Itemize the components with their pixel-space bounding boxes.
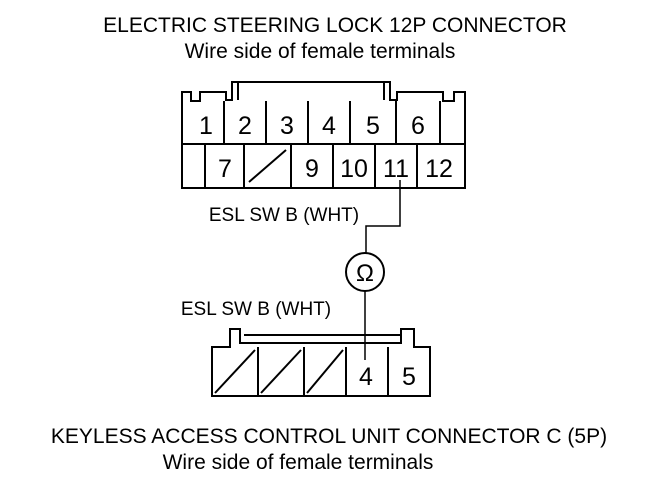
pin-1: 1 [199,112,213,140]
pin-11: 11 [383,155,409,183]
top-connector-subtitle: Wire side of female terminals [185,40,456,63]
top-connector-outline [181,81,466,189]
pin-7: 7 [218,155,232,183]
wire-bottom-label: ESL SW B (WHT) [181,299,331,320]
pin-3: 3 [280,112,294,140]
blank-cavity-slash [306,349,344,394]
ohm-symbol: Ω [356,260,374,287]
pin-9: 9 [305,155,319,183]
blank-cavity-slash [260,349,302,394]
bottom-connector: 4 5 [211,328,431,397]
bottom-connector-subtitle: Wire side of female terminals [163,451,434,474]
blank-cavity-slash [214,349,256,394]
pin-6: 6 [411,112,425,140]
pin-2: 2 [238,112,252,140]
wire-top-label: ESL SW B (WHT) [209,205,359,226]
pin-12: 12 [425,155,453,183]
top-connector: 1 2 3 4 5 6 7 9 10 11 12 [181,81,466,189]
top-connector-title: ELECTRIC STEERING LOCK 12P CONNECTOR [103,14,567,37]
bottom-connector-title: KEYLESS ACCESS CONTROL UNIT CONNECTOR C … [51,425,607,448]
pin-10: 10 [340,155,368,183]
pin-5-bottom: 5 [402,363,416,391]
pin-4-bottom: 4 [359,363,373,391]
pin-4: 4 [322,112,336,140]
blank-cavity-slash [248,149,287,183]
bottom-connector-outline [211,328,431,397]
wire-top [365,180,401,253]
pin-5: 5 [366,112,380,140]
